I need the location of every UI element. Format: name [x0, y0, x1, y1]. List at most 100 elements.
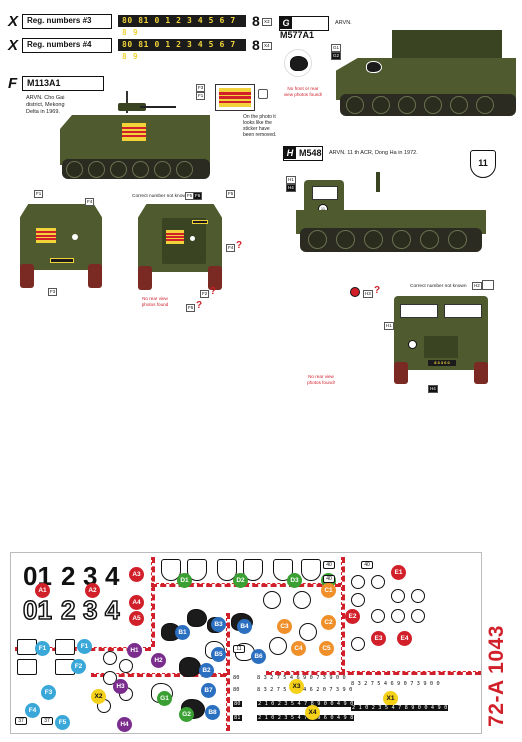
number-decal: 3: [83, 561, 98, 591]
cab-window: [312, 186, 338, 200]
callout-h4-front: H4: [428, 385, 438, 393]
panel-label: Reg. numbers #3: [22, 14, 112, 29]
chip-d2: D2: [233, 573, 248, 588]
tag-37: 37: [41, 717, 53, 725]
question-mark: ?: [210, 286, 217, 297]
m548-front-view: 8 3 3 6 0: [394, 296, 488, 386]
front-plate: [50, 258, 74, 263]
chip-c3: C3: [277, 619, 292, 634]
g-insignia: [284, 49, 312, 77]
tag-11: 11: [233, 645, 245, 653]
front-plate: 8 3 3 6 0: [428, 360, 456, 366]
g-hull-insignia: [366, 61, 382, 73]
callout-f1-front: F1: [34, 190, 44, 198]
chip-f4: F4: [25, 703, 40, 718]
chip-x2: X2: [91, 689, 106, 704]
tag-40: 40: [323, 561, 335, 569]
chip-a1: A1: [35, 583, 50, 598]
reg-suffix: 8: [252, 37, 260, 53]
callout-h1-front: H1: [384, 322, 394, 330]
callout-g1: G1: [331, 44, 342, 52]
m577-side-view: [336, 28, 516, 123]
vehicle-title: M548: [299, 148, 322, 158]
chip-f1a: F1: [35, 641, 50, 656]
no-rear-note-h: No rear view photos found!: [307, 374, 335, 385]
callout-h1: H1: [286, 176, 296, 184]
flag-decal: [122, 123, 146, 141]
number-row: 2 1 0 2 3 5 4 7 8 9 6 0 4 9 8: [257, 715, 355, 721]
chip-b2: B2: [199, 663, 214, 678]
sticker-box: [215, 84, 255, 111]
chip-e4: E4: [397, 631, 412, 646]
chip-h4: H4: [117, 717, 132, 732]
exhaust: [376, 172, 380, 192]
number-decal: 2: [61, 561, 76, 591]
callout-h4: H4: [286, 184, 296, 192]
number-decal-outline: 2: [60, 595, 76, 625]
number-row: 2 1 0 2 3 5 4 7 8 9 0 0 4 9 0: [257, 701, 355, 707]
panel-label: Reg. numbers #4: [22, 38, 112, 53]
machine-gun: [118, 103, 146, 111]
callout-f4-rear: F4: [226, 244, 236, 252]
reg-tag: X4: [262, 42, 272, 50]
chip-b7: B7: [201, 683, 216, 698]
callout-f5-rear-b: F5: [186, 304, 196, 312]
chip-c2: C2: [321, 615, 336, 630]
chip-h3: H3: [113, 679, 128, 694]
removed-sticker-box: [258, 89, 268, 99]
unknown-number-h: Correct number not known: [410, 284, 467, 289]
unknown-number-f: Correct number not known: [132, 194, 189, 199]
chip-b3: B3: [211, 617, 226, 632]
number-row-prefix: 80: [233, 687, 240, 693]
chip-x1: X1: [383, 691, 398, 706]
reg-strip: 80 81 0 1 2 3 4 5 6 7 8 9: [118, 39, 246, 61]
no-rear-note-f: No rear view photos found: [141, 296, 169, 307]
chip-g2: G2: [179, 707, 194, 722]
number-decal: 4: [105, 561, 120, 591]
panel-letter: F: [8, 75, 18, 92]
callout-f1: F1: [196, 92, 206, 100]
chip-e3: E3: [371, 631, 386, 646]
callout-h2: H2: [472, 282, 482, 290]
number-row-prefix: 81: [233, 715, 242, 721]
m113-rear-view: [138, 204, 222, 292]
chip-c5: C5: [319, 641, 334, 656]
antenna: [126, 91, 128, 113]
vehicle-g-note: ARVN.: [335, 20, 352, 26]
panel-letter: G: [280, 17, 292, 29]
number-decal-outline: 3: [82, 595, 98, 625]
m548-side-view: 11: [296, 170, 486, 270]
h-insignia: 11: [470, 150, 496, 178]
callout-h3: H3: [363, 290, 373, 298]
callout-f4-front: F4: [85, 198, 95, 206]
reg-strip: 80 81 0 1 2 3 4 5 6 7 8 9: [118, 15, 246, 37]
chip-b1: B1: [175, 625, 190, 640]
vehicle-title: M113A1: [22, 76, 104, 91]
tag-40: 40: [323, 575, 335, 583]
chip-f3: F3: [41, 685, 56, 700]
chip-b6: B6: [251, 649, 266, 664]
panel-letter: X: [8, 13, 19, 30]
tag-40: 40: [361, 561, 373, 569]
photo-note: On the photo it looks like the sticker h…: [243, 114, 277, 138]
chip-c1: C1: [321, 583, 336, 598]
chip-e1: E1: [391, 565, 406, 580]
m113-front-view: [20, 204, 102, 290]
front-flag: [36, 228, 56, 243]
chip-b4: B4: [237, 619, 252, 634]
question-mark: ?: [374, 285, 381, 296]
chip-e2: E2: [345, 609, 360, 624]
number-row-prefix: 80: [233, 675, 240, 681]
catalog-number: 72-A 1043: [485, 625, 508, 727]
gun-barrel: [140, 106, 176, 108]
chip-a2: A2: [85, 583, 100, 598]
chip-a5: A5: [129, 611, 144, 626]
chip-x4: X4: [305, 705, 320, 720]
chip-a3: A3: [129, 567, 144, 582]
question-mark: ?: [236, 240, 243, 251]
chip-h2: H2: [151, 653, 166, 668]
m113-side-view: [60, 85, 210, 190]
callout-f5-rear: F5: [226, 190, 236, 198]
chip-f5: F5: [55, 715, 70, 730]
number-decal-outline: 4: [104, 595, 120, 625]
